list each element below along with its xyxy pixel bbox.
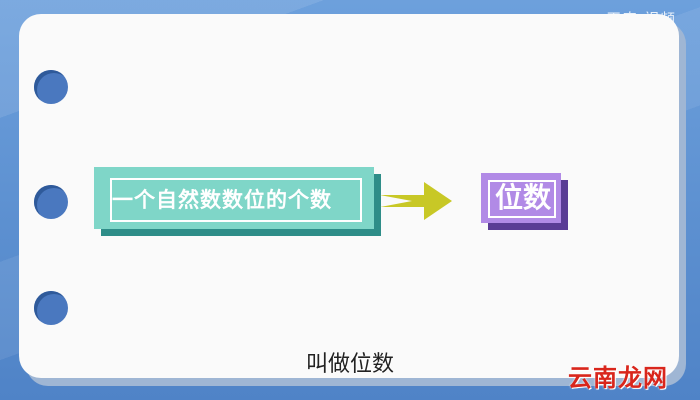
result-text: 位数 [494, 181, 551, 214]
result-box-border [488, 180, 556, 218]
binder-hole-icon [34, 70, 68, 104]
arrow-right-icon [380, 182, 452, 220]
binder-hole-icon [34, 185, 68, 219]
definition-box-border [110, 178, 362, 222]
definition-text: 一个自然数数位的个数 [112, 188, 332, 212]
binder-hole-icon [34, 291, 68, 325]
subtitle: 叫做位数 [305, 352, 394, 377]
brand-logo: 云南龙网 [568, 364, 668, 392]
definition-box [94, 167, 374, 229]
